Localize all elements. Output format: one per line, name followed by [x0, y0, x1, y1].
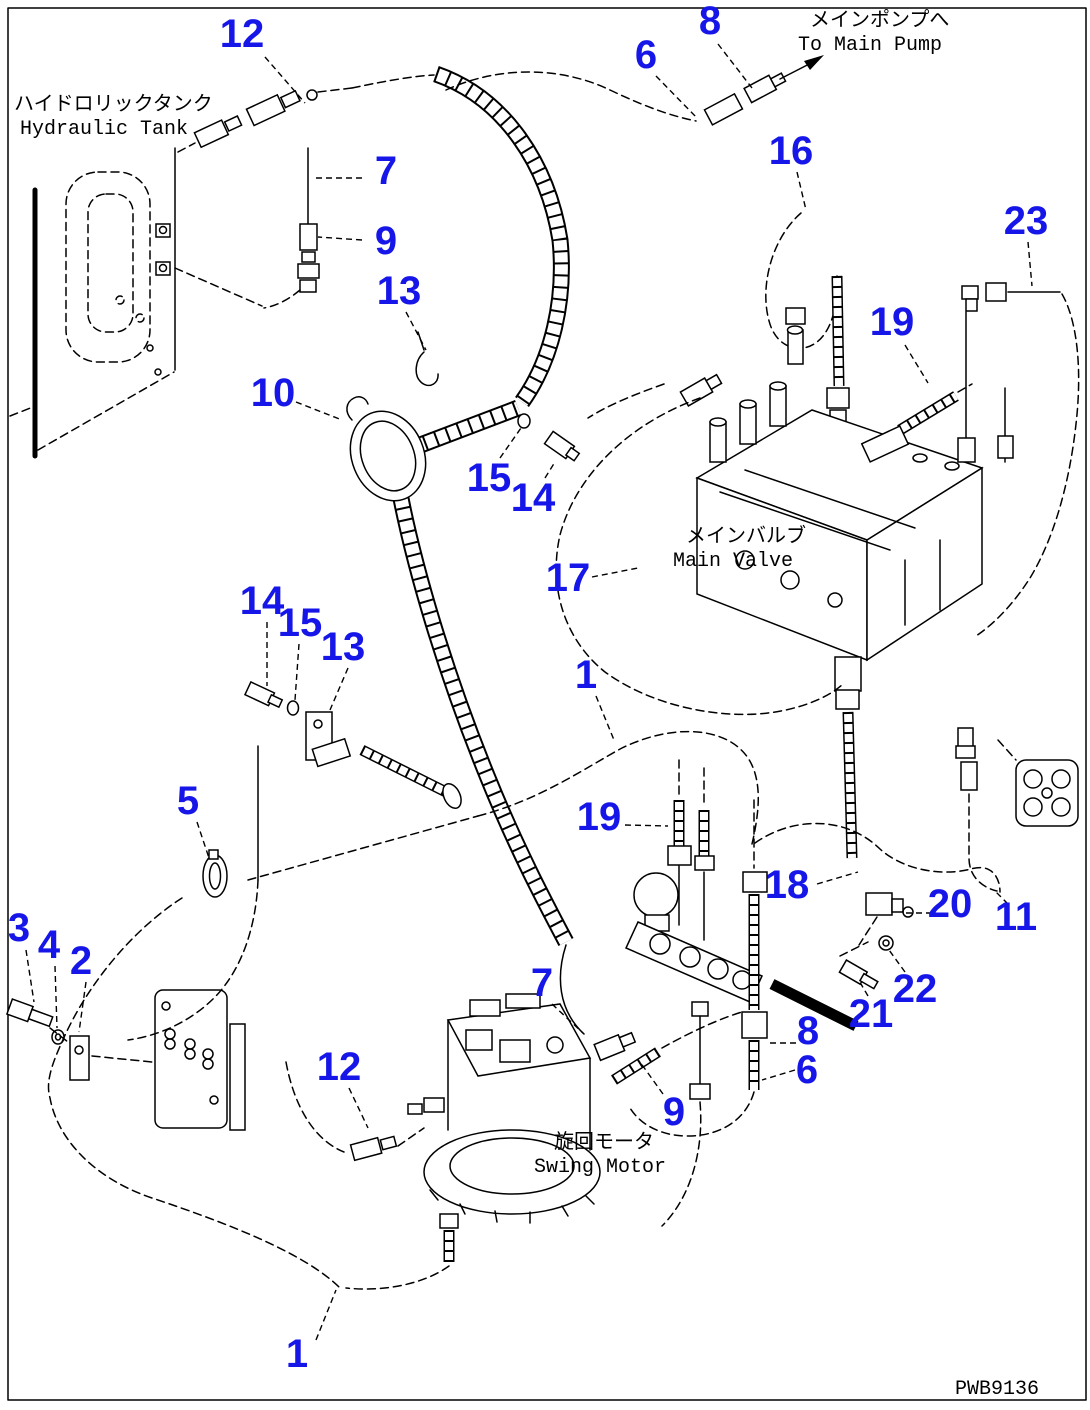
- callout-9: 9: [375, 219, 397, 263]
- callout-13: 13: [321, 625, 366, 669]
- callout-14: 14: [240, 579, 285, 623]
- callout-19: 19: [577, 795, 622, 839]
- callout-8: 8: [699, 0, 721, 43]
- callout-12: 12: [317, 1045, 362, 1089]
- hose-routes-drawing: [49, 732, 759, 1288]
- callout-15: 15: [278, 601, 323, 645]
- callout-18: 18: [765, 863, 810, 907]
- callout-leader-4: [55, 966, 57, 1028]
- callout-1: 1: [286, 1332, 308, 1376]
- to-main-pump-label-jp: メインポンプへ: [810, 8, 949, 33]
- callout-leader-5: [197, 822, 209, 858]
- callout-15: 15: [467, 456, 512, 500]
- callout-7: 7: [375, 149, 397, 193]
- callout-leader-1: [596, 696, 614, 740]
- callout-leader-14: [545, 462, 555, 478]
- solenoid-valve-drawing: [626, 760, 856, 1226]
- main-valve-label-en: Main Valve: [673, 550, 793, 573]
- callout-11: 11: [995, 895, 1037, 939]
- callout-leader-12: [265, 57, 305, 103]
- callout-17: 17: [546, 556, 591, 600]
- callout-23: 23: [1004, 199, 1049, 243]
- callout-6: 6: [796, 1048, 818, 1092]
- clamp-5-drawing: [203, 850, 227, 897]
- callout-leader-16: [797, 172, 806, 210]
- callout-leader-17: [592, 568, 638, 577]
- callout-16: 16: [769, 129, 814, 173]
- pump-block-drawing: [1016, 760, 1078, 826]
- callout-22: 22: [893, 967, 938, 1011]
- callout-6: 6: [635, 33, 657, 77]
- callout-leader-8: [718, 44, 752, 88]
- elbow-11-drawing: [956, 728, 1078, 891]
- hose-17-route: [556, 398, 843, 714]
- callout-leader-11: [996, 892, 1008, 904]
- callout-leader-13: [330, 668, 348, 710]
- callout-leader-15: [500, 428, 521, 458]
- callout-leader-6: [762, 1070, 795, 1080]
- hydraulic-tank-drawing: [10, 148, 262, 456]
- callout-7: 7: [531, 961, 553, 1005]
- callout-leader-18: [817, 872, 858, 884]
- pipe-clip-drawing: [416, 332, 581, 463]
- callout-leader-10: [296, 402, 342, 420]
- hydraulic-tank-label-en: Hydraulic Tank: [20, 118, 188, 141]
- callout-leader-9: [640, 1062, 663, 1094]
- fitting-12-drawing: [286, 1062, 424, 1160]
- hydraulic-tank-label-jp: ハイドロリックタンク: [14, 92, 213, 117]
- drawing-number: PWB9136: [955, 1378, 1039, 1401]
- tank-fittings-drawing: [178, 75, 434, 308]
- to-main-pump-label-en: To Main Pump: [798, 34, 942, 57]
- swing-motor-drawing: [346, 994, 600, 1289]
- callout-leader-22: [889, 950, 905, 972]
- callout-leader-23: [1028, 242, 1032, 286]
- page-border: [8, 8, 1086, 1400]
- callout-leader-12: [349, 1088, 368, 1128]
- callout-3: 3: [8, 906, 30, 950]
- callout-leader-21: [861, 984, 868, 996]
- pilot-hose-16-drawing: [766, 213, 849, 422]
- labels-layer: ハイドロリックタンク Hydraulic Tank メインポンプへ To Mai…: [14, 8, 1039, 1401]
- callout-10: 10: [251, 371, 296, 415]
- callout-1: 1: [575, 653, 597, 697]
- callout-12: 12: [220, 12, 265, 56]
- callout-leader-15: [295, 644, 299, 700]
- bracket-13-drawing: [245, 682, 465, 811]
- callout-leader-2: [79, 982, 86, 1032]
- to-main-pump-arrow: [804, 55, 824, 70]
- callout-20: 20: [928, 882, 973, 926]
- callout-13: 13: [377, 269, 422, 313]
- callout-leader-9: [318, 237, 362, 240]
- callout-9: 9: [663, 1090, 685, 1134]
- callout-2: 2: [70, 939, 92, 983]
- hose-7-drawing: [560, 945, 742, 1080]
- callout-4: 4: [38, 923, 61, 967]
- callout-leader-19: [625, 825, 668, 826]
- pump-hose-drawing: [446, 55, 824, 125]
- callout-leader-1: [316, 1290, 336, 1340]
- callout-leader-7: [552, 1004, 584, 1034]
- swing-motor-label-en: Swing Motor: [534, 1156, 666, 1179]
- hose-clamp-drawing: [337, 397, 438, 512]
- main-valve-drawing: [697, 382, 982, 691]
- callout-5: 5: [177, 779, 199, 823]
- valve-fittings-drawing: [588, 308, 1013, 462]
- hose-18-drawing: [836, 690, 859, 858]
- callout-leader-3: [26, 950, 34, 1002]
- callout-8: 8: [797, 1009, 819, 1053]
- bracket-drawing: [7, 990, 245, 1130]
- callout-leader-13: [406, 312, 426, 350]
- callout-21: 21: [849, 992, 894, 1036]
- pilot-route-drawing: [755, 823, 1000, 991]
- callout-leader-19: [905, 345, 928, 383]
- swing-motor-label-jp: 旋回モータ: [554, 1130, 654, 1155]
- main-valve-label-jp: メインバルブ: [686, 523, 806, 549]
- callout-14: 14: [511, 476, 556, 520]
- callout-19: 19: [870, 300, 915, 344]
